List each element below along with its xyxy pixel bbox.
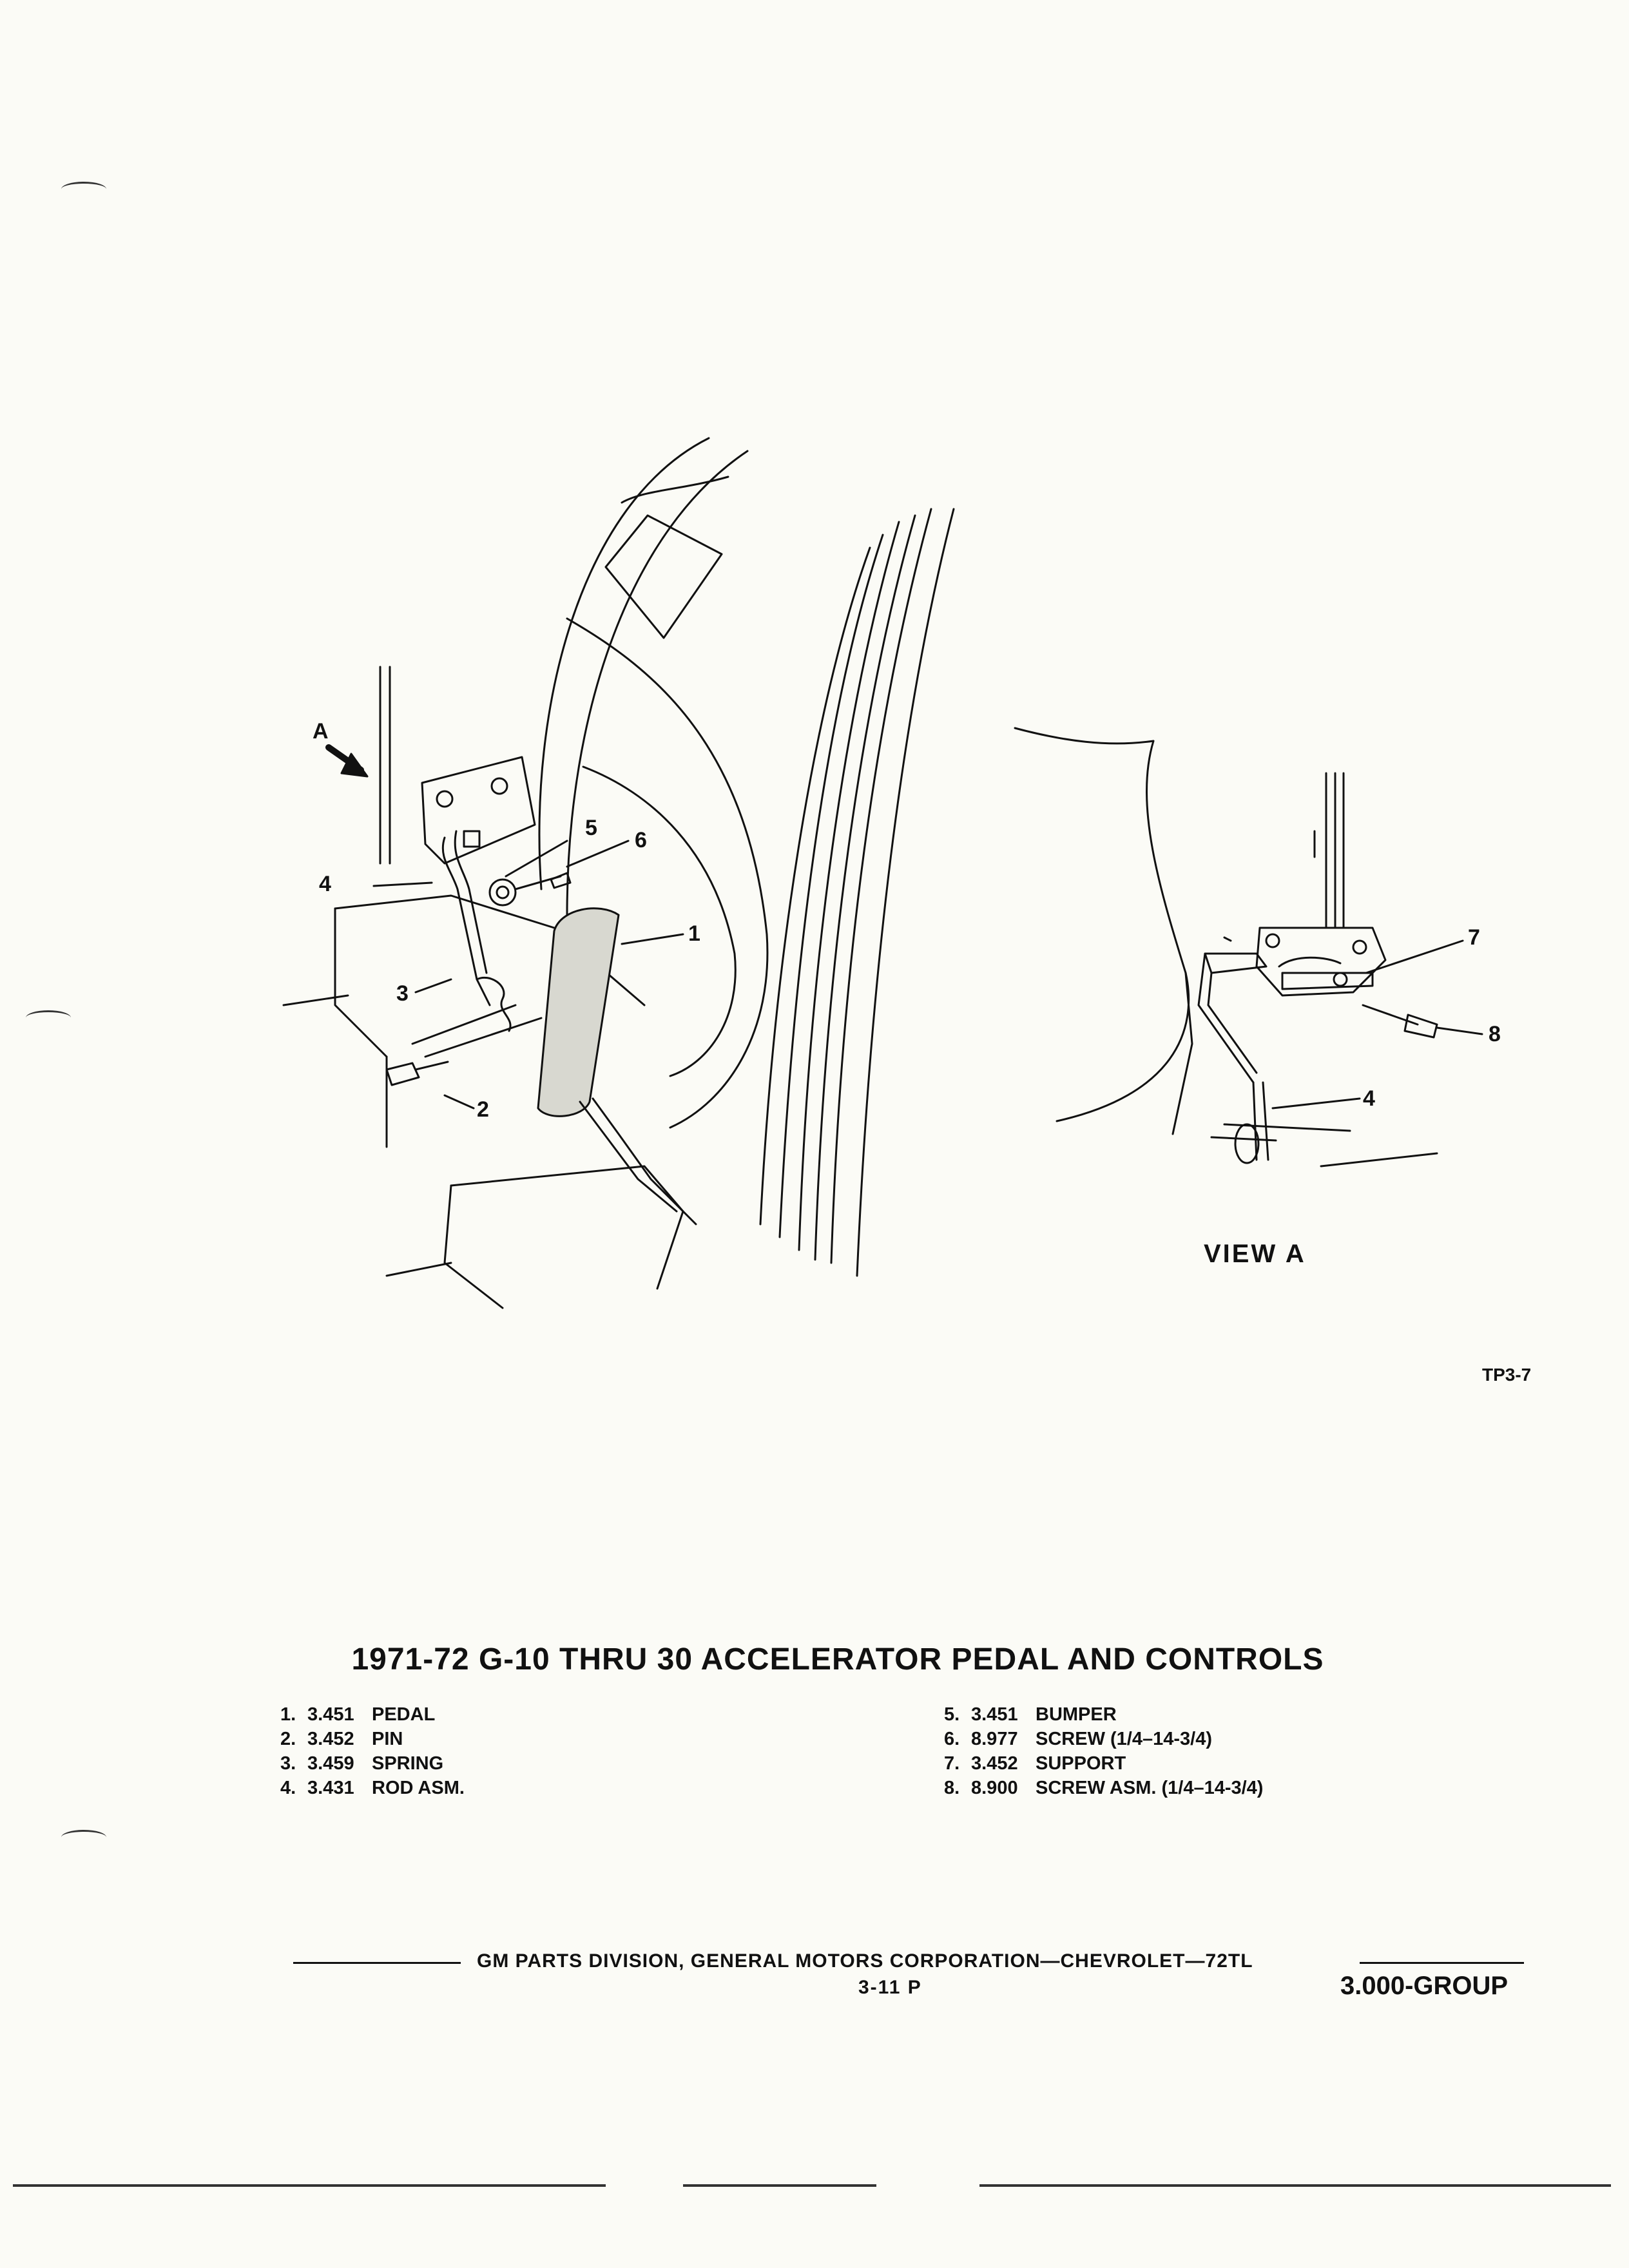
part-code: 3.431	[307, 1778, 354, 1798]
parts-list-right: 5. 3.451 BUMPER 6. 8.977 SCREW (1/4–14-3…	[944, 1702, 1263, 1800]
part-number: 8.	[944, 1778, 960, 1798]
scan-mark	[26, 1010, 71, 1025]
leader-8	[1436, 1026, 1483, 1035]
spring	[476, 976, 512, 1032]
leader-7	[1365, 939, 1464, 974]
part-number: 1.	[280, 1704, 296, 1725]
part-name: SPRING	[372, 1753, 444, 1774]
part-name: SUPPORT	[1036, 1753, 1126, 1774]
post	[814, 514, 916, 1261]
kick-panel	[566, 617, 769, 1129]
floor-box	[334, 907, 388, 1058]
callout-7: 7	[1468, 925, 1480, 950]
part-number: 6.	[944, 1729, 960, 1749]
view-a-support	[1255, 927, 1387, 997]
list-item: 6. 8.977 SCREW (1/4–14-3/4)	[944, 1727, 1263, 1751]
callout-3: 3	[396, 981, 409, 1006]
callout-1: 1	[688, 921, 700, 946]
part-number: 5.	[944, 1704, 960, 1725]
part-name: ROD ASM.	[372, 1778, 465, 1798]
post	[778, 533, 884, 1238]
part-number: 3.	[280, 1753, 296, 1774]
view-a-screw	[1403, 1014, 1438, 1039]
rod	[441, 836, 491, 1006]
group-label: 3.000-GROUP	[1340, 1972, 1509, 2000]
bottom-rule	[13, 2184, 606, 2187]
list-item: 5. 3.451 BUMPER	[944, 1702, 1263, 1727]
list-item: 8. 8.900 SCREW ASM. (1/4–14-3/4)	[944, 1776, 1263, 1800]
part-number: 2.	[280, 1729, 296, 1749]
callout-6: 6	[635, 828, 647, 852]
kick-panel-inner	[582, 765, 737, 1077]
support-plate	[421, 756, 536, 865]
part-name: BUMPER	[1036, 1704, 1117, 1725]
list-item: 1. 3.451 PEDAL	[280, 1702, 465, 1727]
post	[856, 508, 955, 1277]
callout-5: 5	[585, 816, 597, 840]
scan-mark	[61, 182, 106, 197]
bottom-rule	[979, 2184, 1611, 2187]
part-number: 4.	[280, 1778, 296, 1798]
part-number: 7.	[944, 1753, 960, 1774]
list-item: 3. 3.459 SPRING	[280, 1751, 465, 1776]
list-item: 2. 3.452 PIN	[280, 1727, 465, 1751]
part-code: 8.977	[971, 1729, 1018, 1749]
part-name: PEDAL	[372, 1704, 436, 1725]
bumper	[488, 878, 517, 907]
footer-rule-left	[293, 1962, 461, 1964]
pedal	[537, 907, 620, 1117]
figure-code: TP3-7	[1482, 1365, 1532, 1385]
part-code: 3.451	[307, 1704, 354, 1725]
footer-rule-right	[1360, 1962, 1524, 1964]
footer-text: GM PARTS DIVISION, GENERAL MOTORS CORPOR…	[477, 1950, 1253, 1972]
view-a-rod	[1204, 952, 1268, 974]
scan-mark	[61, 1830, 106, 1845]
view-a-panel	[1055, 740, 1190, 1122]
leader-6	[566, 840, 630, 868]
leader-4b	[1271, 1097, 1361, 1110]
part-name: SCREW ASM. (1/4–14-3/4)	[1036, 1778, 1264, 1798]
part-code: 3.459	[307, 1753, 354, 1774]
part-name: SCREW (1/4–14-3/4)	[1036, 1729, 1212, 1749]
post	[798, 521, 900, 1251]
part-code: 3.452	[307, 1729, 354, 1749]
callout-4: 4	[319, 872, 331, 896]
leader-2	[443, 1094, 475, 1110]
pin	[385, 1062, 420, 1086]
callout-8: 8	[1489, 1022, 1501, 1046]
view-a-eye	[1234, 1123, 1260, 1164]
leader-3	[414, 978, 452, 994]
page-title: 1971-72 G-10 THRU 30 ACCELERATOR PEDAL A…	[351, 1642, 1324, 1677]
vent	[604, 514, 723, 639]
part-name: PIN	[372, 1729, 403, 1749]
leader-5	[505, 840, 568, 878]
part-code: 3.452	[971, 1753, 1018, 1774]
leader-4	[372, 881, 433, 887]
leader-1	[621, 933, 684, 945]
door-edge	[566, 450, 749, 916]
list-item: 7. 3.452 SUPPORT	[944, 1751, 1263, 1776]
callout-4-view-a: 4	[1363, 1086, 1375, 1111]
post	[759, 546, 871, 1225]
callout-2: 2	[477, 1097, 489, 1122]
pedal-arm	[579, 1100, 678, 1213]
list-item: 4. 3.431 ROD ASM.	[280, 1776, 465, 1800]
arrow-a-label: A	[313, 719, 329, 744]
post	[830, 508, 932, 1264]
page-number: 3-11 P	[858, 1977, 922, 1998]
floor-hump	[450, 1165, 684, 1290]
part-code: 3.451	[971, 1704, 1018, 1725]
parts-list-left: 1. 3.451 PEDAL 2. 3.452 PIN 3. 3.459 SPR…	[280, 1702, 465, 1800]
vent-top	[621, 476, 729, 504]
view-a-label: VIEW A	[1204, 1240, 1306, 1268]
part-code: 8.900	[971, 1778, 1018, 1798]
door-edge	[538, 437, 710, 890]
bottom-rule	[683, 2184, 876, 2187]
